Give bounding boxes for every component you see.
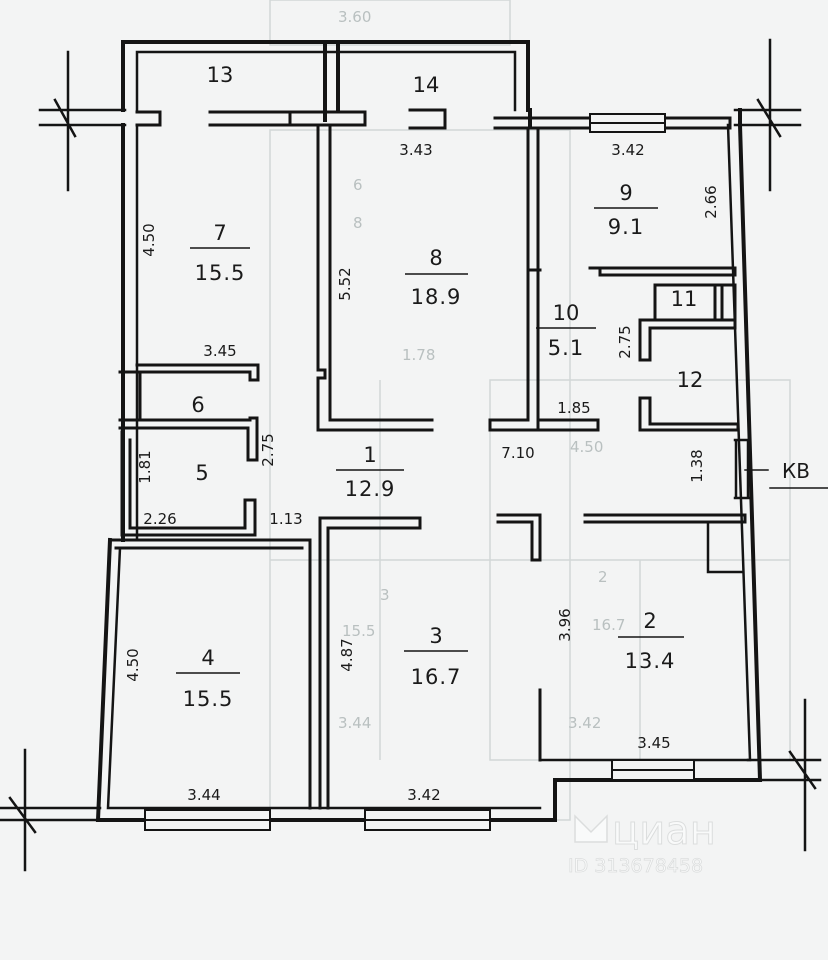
room-area: 16.7 [411, 665, 462, 689]
ghost-text: 2 [598, 568, 608, 586]
ghost-text: 1.78 [402, 346, 435, 364]
room-number: 5 [195, 461, 208, 485]
outer-wall-inner [106, 50, 752, 810]
watermark-id: ID 313678458 [568, 855, 703, 877]
dimension-label: 2.66 [702, 185, 720, 218]
room-number: 13 [207, 63, 234, 87]
walls [0, 38, 828, 872]
room-area: 18.9 [411, 285, 462, 309]
room-number: 12 [677, 368, 704, 392]
room-labels: 13 14 7 15.5 8 18.9 9 9.1 10 5.1 11 12 6… [176, 63, 703, 711]
dimension-label: 3.96 [556, 608, 574, 641]
ghost-text: 4.50 [570, 438, 603, 456]
ghost-text: 3.60 [338, 8, 371, 26]
room-area: 9.1 [608, 215, 644, 239]
partition-13-14 [323, 43, 340, 122]
dimension-label: 4.50 [140, 223, 158, 256]
room-area: 13.4 [625, 649, 676, 673]
room-number: 1 [363, 443, 376, 467]
partition-7-8 [316, 123, 434, 432]
dimension-label: 1.81 [136, 450, 154, 483]
dimension-labels: 4.50 3.43 3.42 2.66 5.52 3.45 2.75 1.85 … [124, 141, 720, 804]
room-number: 8 [429, 246, 442, 270]
room-number: 14 [413, 73, 440, 97]
dimension-label: 2.75 [616, 325, 634, 358]
watermark: циан ID 313678458 [568, 808, 717, 878]
dimension-label: 3.45 [637, 734, 670, 752]
ghost-text: 8 [353, 214, 363, 232]
dimension-label: 4.87 [338, 638, 356, 671]
ghost-text: 3.42 [568, 714, 601, 732]
ext-stub-bottom-left [0, 748, 102, 872]
room-area: 5.1 [548, 336, 584, 360]
room-number: 4 [201, 646, 214, 670]
dimension-label: 4.50 [124, 648, 142, 681]
dimension-label: 1.85 [557, 399, 590, 417]
ghost-text: 3.44 [338, 714, 371, 732]
room-number: 2 [643, 609, 656, 633]
partition-12 [638, 318, 740, 432]
ext-stub-bottom-right [746, 698, 822, 852]
partition-6 [118, 363, 260, 462]
room-area: 15.5 [183, 687, 234, 711]
ghost-text: 16.7 [592, 616, 625, 634]
dimension-label: 1.38 [688, 449, 706, 482]
dimension-label: 3.44 [187, 786, 220, 804]
dimension-label: 2.75 [259, 433, 277, 466]
room-number: 3 [429, 624, 442, 648]
ghost-text: 15.5 [342, 622, 375, 640]
watermark-brand: циан [612, 808, 716, 854]
dimension-label: 3.45 [203, 342, 236, 360]
partition-3-2 [496, 513, 747, 762]
partition-8-10 [488, 126, 600, 432]
dimension-label: 5.52 [336, 267, 354, 300]
dimension-label: 7.10 [501, 444, 534, 462]
ext-stub-top-right [733, 38, 802, 192]
dimension-label: 1.13 [269, 510, 302, 528]
dimension-label: 3.42 [407, 786, 440, 804]
room-number: 9 [619, 181, 632, 205]
room-number: 11 [671, 287, 698, 311]
room-number: 10 [553, 301, 580, 325]
partition-corridor-top [135, 108, 732, 130]
room-area: 15.5 [195, 261, 246, 285]
ghost-text: 6 [353, 176, 363, 194]
ext-stub-top-left [38, 50, 127, 192]
partition-9 [588, 266, 737, 277]
partition-4 [110, 516, 422, 810]
ghost-text: 3 [380, 586, 390, 604]
entrance-door [733, 438, 752, 500]
cian-logo-icon [574, 814, 608, 843]
dimension-label: 3.42 [611, 141, 644, 159]
room-number: 6 [191, 393, 204, 417]
room-area: 12.9 [345, 477, 396, 501]
windows [144, 113, 695, 831]
dimension-label: 2.26 [143, 510, 176, 528]
ghost-underlay-labels: 3.60 1.78 4.50 3.44 3.42 16.7 15.5 2 3 6… [338, 8, 625, 732]
wardrobe [706, 520, 744, 574]
outer-wall [95, 40, 763, 822]
entrance-label: КВ [782, 459, 810, 483]
dimension-label: 3.43 [399, 141, 432, 159]
partition-5 [120, 430, 257, 537]
entrance-arrow [744, 469, 828, 489]
room-number: 7 [213, 221, 226, 245]
